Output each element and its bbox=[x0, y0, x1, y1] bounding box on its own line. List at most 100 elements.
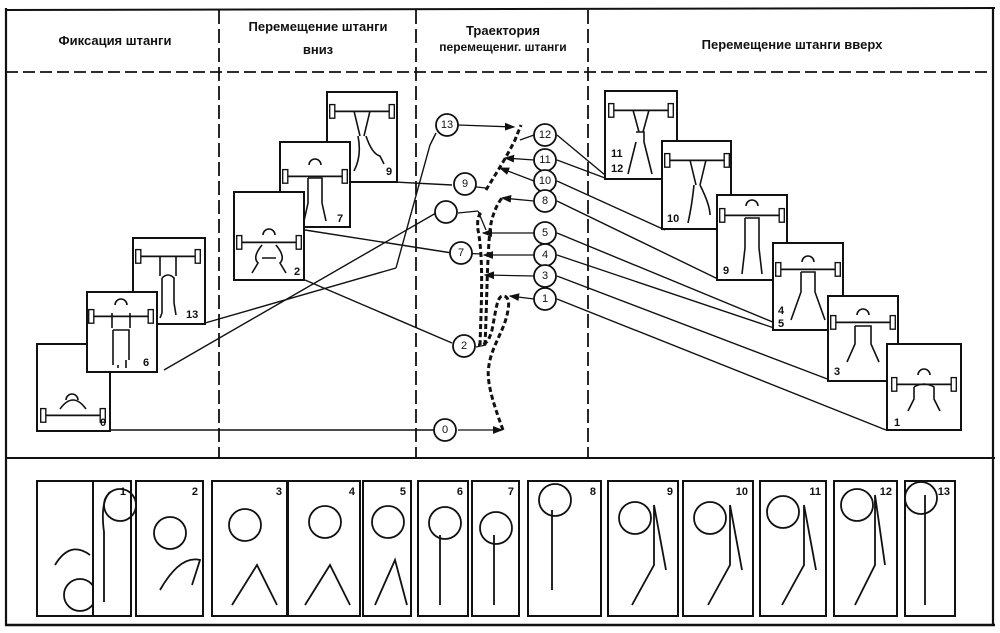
sequence-frame-box bbox=[682, 480, 754, 617]
frame-number-label: 12 bbox=[611, 163, 623, 175]
frame-number-label: 4 bbox=[778, 305, 785, 317]
down-frame-2: 2 bbox=[233, 191, 305, 281]
header-trajectory: Траектория перемещениг. штанги bbox=[418, 22, 588, 56]
athlete-figure-icon bbox=[781, 504, 817, 606]
sequence-frame-box bbox=[417, 480, 469, 617]
trajectory-point: 7 bbox=[449, 241, 473, 265]
sequence-frame: 3 bbox=[211, 480, 288, 617]
frame-number-label: 7 bbox=[337, 213, 343, 225]
ball-icon bbox=[618, 501, 652, 535]
header-fixation: Фиксация штанги bbox=[58, 33, 172, 48]
sequence-frame-box bbox=[471, 480, 520, 617]
athlete-figure-icon bbox=[631, 504, 667, 606]
ball-icon bbox=[308, 505, 342, 539]
ball-icon bbox=[904, 481, 938, 515]
sequence-frame-number: 11 bbox=[809, 486, 821, 498]
sequence-frame-number: 1 bbox=[120, 486, 126, 498]
sequence-frame: 4 bbox=[287, 480, 361, 617]
ball-icon bbox=[766, 495, 800, 529]
athlete-figure-icon bbox=[54, 548, 91, 566]
outer-frame bbox=[4, 7, 996, 627]
svg-text:9: 9 bbox=[462, 178, 468, 190]
athlete-figure-icon bbox=[374, 557, 408, 606]
sequence-frame: 1 bbox=[92, 480, 137, 617]
sequence-frame-number: 7 bbox=[508, 486, 514, 498]
sequence-frame-box bbox=[211, 480, 288, 617]
trajectory-point: 10 bbox=[533, 169, 557, 193]
trajectory-point: 5 bbox=[533, 221, 557, 245]
header-move-down-line2: вниз bbox=[302, 42, 334, 57]
svg-text:5: 5 bbox=[542, 227, 548, 239]
athlete-figure-icon bbox=[231, 563, 278, 606]
ball-icon bbox=[538, 483, 572, 517]
frame-number-label: 0 bbox=[100, 417, 106, 429]
trajectory-point: 0 bbox=[433, 418, 457, 442]
trajectory-point: 8 bbox=[533, 189, 557, 213]
sequence-frame-box bbox=[362, 480, 412, 617]
trajectory-point: 9 bbox=[453, 172, 477, 196]
right-connectors bbox=[556, 134, 887, 431]
sequence-frame: 7 bbox=[471, 480, 520, 617]
fixation-frame-6: 6 bbox=[86, 291, 158, 373]
frame-number-label: 2 bbox=[294, 266, 300, 278]
svg-text:2: 2 bbox=[461, 340, 467, 352]
ball-icon bbox=[371, 505, 405, 539]
ball-icon bbox=[428, 506, 462, 540]
frame-number-label: 5 bbox=[778, 318, 784, 330]
left-connectors bbox=[40, 132, 453, 431]
trajectory-point: 11 bbox=[533, 148, 557, 172]
trajectory-arrows bbox=[457, 122, 535, 434]
sequence-frame-number: 5 bbox=[400, 486, 406, 498]
sequence-frame-box bbox=[904, 480, 956, 617]
trajectory-point: 2 bbox=[452, 334, 476, 358]
ball-icon bbox=[153, 516, 187, 550]
sequence-frame-number: 9 bbox=[667, 486, 673, 498]
frame-number-label: 3 bbox=[834, 366, 840, 378]
sequence-frame-number: 3 bbox=[276, 486, 282, 498]
header-trajectory-line2: перемещениг. штанги bbox=[439, 40, 567, 54]
frame-number-label: 1 bbox=[894, 417, 900, 429]
trajectory-point: 1 bbox=[533, 287, 557, 311]
trajectory-point: 3 bbox=[533, 264, 557, 288]
sequence-frame: 9 bbox=[607, 480, 679, 617]
sequence-strip: 012345678910111213 bbox=[36, 480, 956, 617]
sequence-frame-number: 2 bbox=[192, 486, 198, 498]
down-frame-9: 9 bbox=[326, 91, 398, 183]
svg-text:1: 1 bbox=[542, 293, 548, 305]
athlete-figure-icon bbox=[159, 558, 202, 591]
ball-icon bbox=[840, 488, 874, 522]
sequence-frame-box bbox=[833, 480, 898, 617]
athlete-figure-icon bbox=[854, 494, 886, 606]
athlete-figure-icon bbox=[707, 504, 743, 606]
sequence-frame: 13 bbox=[904, 480, 956, 617]
sequence-frame: 2 bbox=[135, 480, 204, 617]
sequence-frame-box bbox=[759, 480, 827, 617]
sequence-frame: 6 bbox=[417, 480, 469, 617]
trajectory-points-right: 12 11 10 8 5 4 3 1 bbox=[533, 123, 557, 311]
up-frame-1: 1 bbox=[886, 343, 962, 431]
frame-number-label: 6 bbox=[143, 357, 149, 369]
sequence-frame: 5 bbox=[362, 480, 412, 617]
header-move-up: Перемещение штанги вверх bbox=[701, 37, 883, 52]
frame-number-label: 11 bbox=[611, 148, 623, 160]
svg-text:3: 3 bbox=[542, 270, 548, 282]
svg-text:0: 0 bbox=[442, 424, 448, 436]
ball-icon bbox=[479, 511, 513, 545]
athlete-figure-icon bbox=[304, 563, 351, 606]
frame-number-label: 9 bbox=[723, 265, 729, 277]
ball-icon bbox=[693, 501, 727, 535]
frame-number-label: 13 bbox=[186, 309, 198, 321]
svg-text:7: 7 bbox=[458, 247, 464, 259]
frame-number-label: 10 bbox=[667, 213, 679, 225]
frame-number-label: 9 bbox=[386, 166, 392, 178]
bar-trajectory-path bbox=[476, 124, 523, 431]
trajectory-point: 4 bbox=[533, 243, 557, 267]
up-frame-11-12: 11 12 bbox=[604, 90, 678, 180]
sequence-frame: 11 bbox=[759, 480, 827, 617]
sequence-frame-number: 4 bbox=[349, 486, 356, 498]
trajectory-point bbox=[434, 200, 458, 224]
sequence-frame-box bbox=[92, 480, 132, 617]
svg-text:4: 4 bbox=[542, 249, 548, 261]
svg-text:12: 12 bbox=[539, 129, 551, 141]
